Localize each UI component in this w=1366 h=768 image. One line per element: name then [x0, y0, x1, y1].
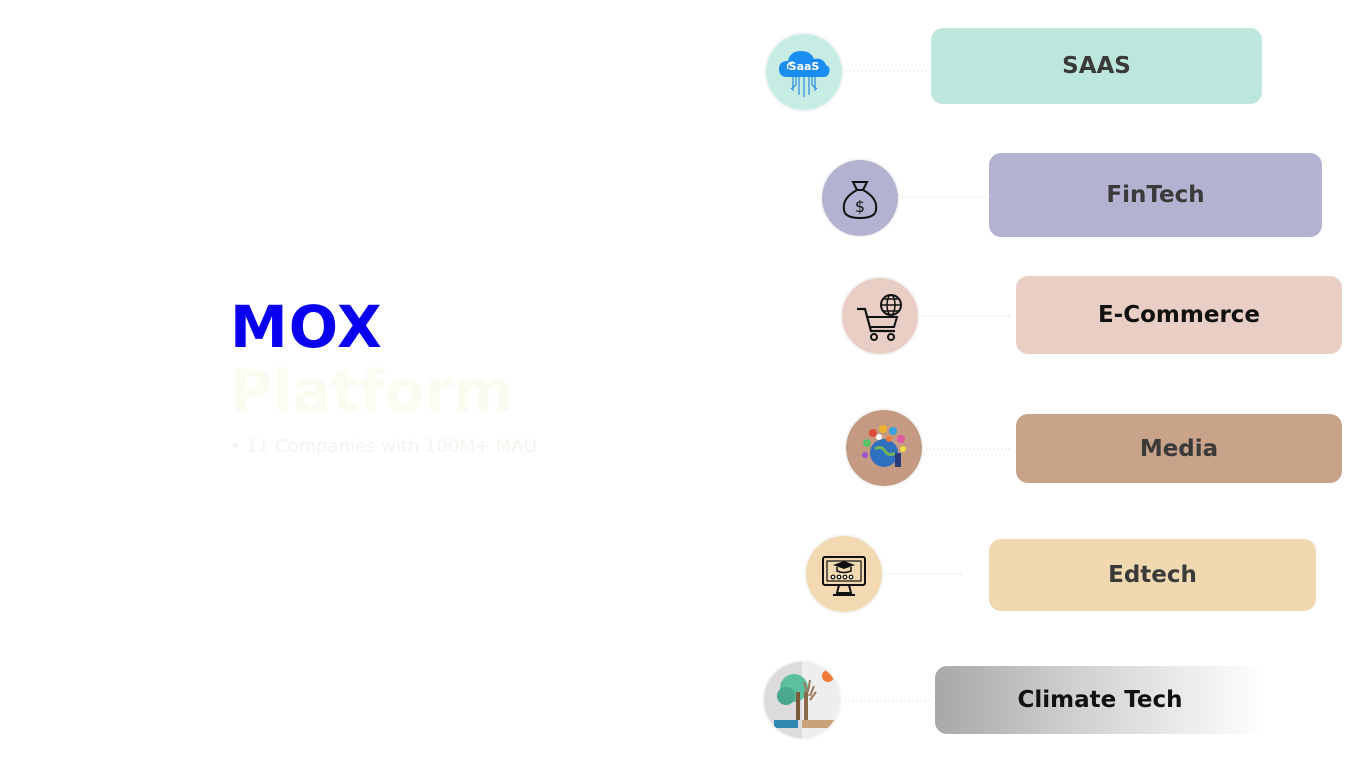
- climate-connector: [844, 700, 930, 702]
- saas-connector: [845, 70, 927, 72]
- category-edtech[interactable]: Edtech: [989, 539, 1316, 611]
- media-connector: [926, 448, 1010, 450]
- svg-text:SaaS: SaaS: [789, 60, 820, 73]
- platform-title: Platform: [230, 357, 514, 425]
- media-globe-icon: [846, 410, 922, 486]
- fintech-connector: [902, 196, 986, 198]
- category-climate-tech[interactable]: Climate Tech: [935, 666, 1265, 734]
- tagline: • 11 Companies with 100M+ MAU: [230, 436, 537, 457]
- edtech-monitor-icon: [806, 536, 882, 612]
- svg-text:$: $: [855, 197, 865, 216]
- category-media[interactable]: Media: [1016, 414, 1342, 483]
- ecommerce-connector: [922, 315, 1010, 317]
- category-saas[interactable]: SAAS: [931, 28, 1262, 104]
- shopping-cart-globe-icon: [842, 278, 918, 354]
- saas-cloud-icon: SaaS: [766, 34, 842, 110]
- edtech-connector: [886, 573, 962, 575]
- climate-tree-icon: [764, 662, 840, 738]
- category-fintech[interactable]: FinTech: [989, 153, 1322, 237]
- brand-title: MOX: [230, 293, 383, 361]
- money-bag-icon: $: [822, 160, 898, 236]
- category-ecommerce[interactable]: E-Commerce: [1016, 276, 1342, 354]
- title-block: MOX Platform • 11 Companies with 100M+ M…: [230, 296, 537, 457]
